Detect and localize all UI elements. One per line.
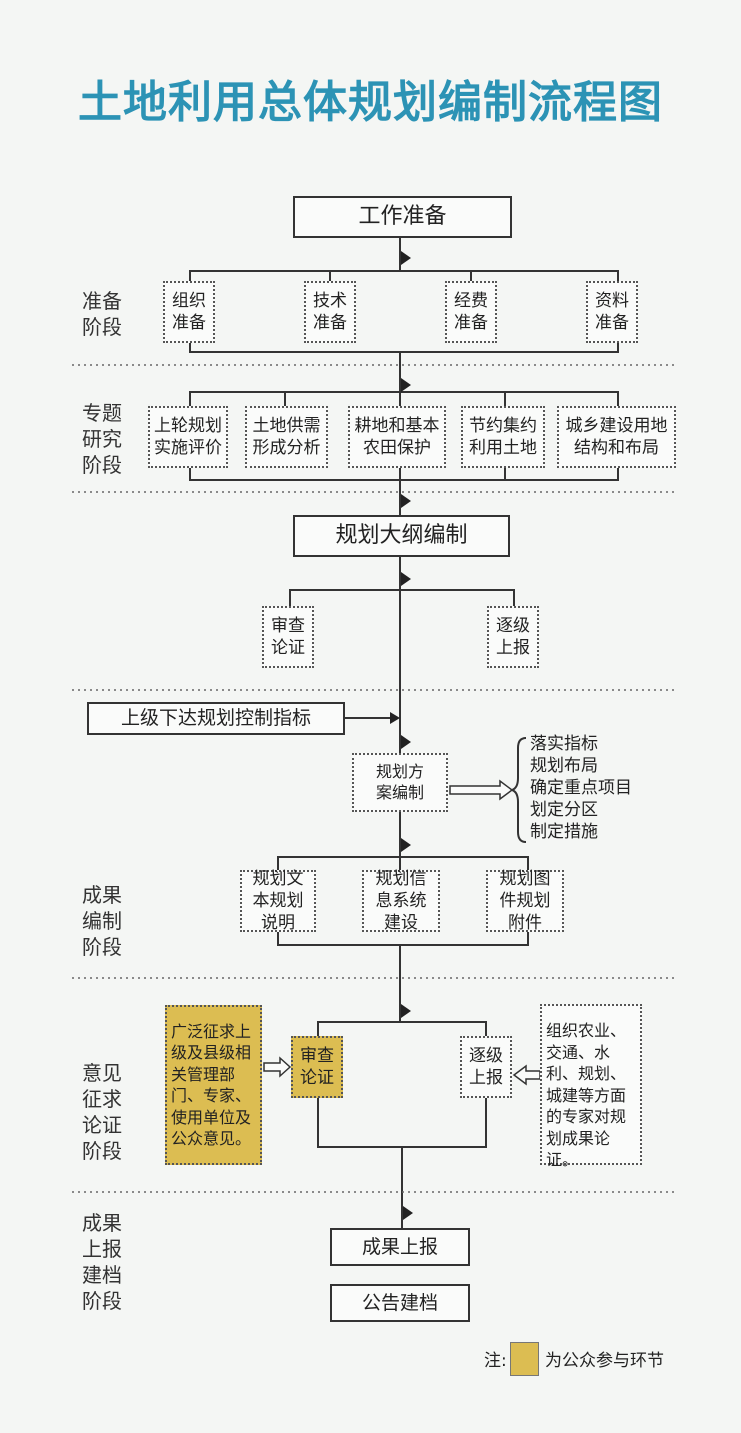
plan-task: 制定措施 (530, 822, 598, 842)
plan-task-list: 落实指标 规划布局 确定重点项目 划定分区 制定措施 (530, 733, 632, 843)
node-review-public: 审查论证 (291, 1036, 343, 1098)
node-output-item: 规划信息系统建设 (362, 869, 440, 933)
node-report-2: 逐级上报 (460, 1036, 512, 1098)
stage-label-output: 成果编制阶段 (82, 883, 122, 959)
node-plan: 规划方案编制 (352, 753, 448, 812)
plan-task: 确定重点项目 (530, 778, 632, 798)
node-outline: 规划大纲编制 (293, 515, 510, 557)
node-prep-item: 技术准备 (304, 281, 356, 343)
node-research-item: 土地供需形成分析 (245, 406, 328, 468)
legend-prefix: 注: (484, 1351, 507, 1371)
node-research-item: 耕地和基本农田保护 (348, 406, 446, 468)
stage-label-submit: 成果上报建档阶段 (82, 1211, 122, 1313)
node-prep-item: 经费准备 (445, 281, 497, 343)
plan-task: 划定分区 (530, 800, 598, 820)
node-report: 逐级上报 (487, 606, 539, 668)
node-output-item: 规划文本规划说明 (240, 869, 316, 933)
page-title: 土地利用总体规划编制流程图 (78, 77, 663, 128)
node-research-item: 城乡建设用地结构和布局 (557, 406, 676, 468)
node-research-item: 上轮规划实施评价 (148, 406, 228, 468)
plan-task: 落实指标 (530, 734, 598, 754)
node-review: 审查论证 (262, 606, 314, 668)
node-public-opinion: 广泛征求上级及县级相关管理部门、专家、使用单位及公众意见。 (165, 1005, 262, 1165)
stage-label-consult: 意见征求论证阶段 (82, 1061, 122, 1163)
legend-text: 为公众参与环节 (545, 1351, 664, 1371)
node-announce: 公告建档 (330, 1284, 470, 1322)
node-result-submit: 成果上报 (330, 1228, 470, 1266)
stage-label-research: 专题研究阶段 (82, 401, 122, 477)
legend-swatch (510, 1342, 539, 1376)
node-output-item: 规划图件规划附件 (486, 869, 564, 933)
node-prep-item: 资料准备 (586, 281, 638, 343)
node-work-prep: 工作准备 (293, 196, 512, 238)
node-experts: 组织农业、交通、水利、规划、城建等方面的专家对规划成果论证。 (540, 1004, 642, 1169)
node-control-indicators: 上级下达规划控制指标 (87, 702, 345, 735)
node-prep-item: 组织准备 (163, 281, 215, 343)
stage-label-prep: 准备阶段 (82, 289, 122, 339)
node-research-item: 节约集约利用土地 (461, 406, 545, 468)
plan-task: 规划布局 (530, 756, 598, 776)
